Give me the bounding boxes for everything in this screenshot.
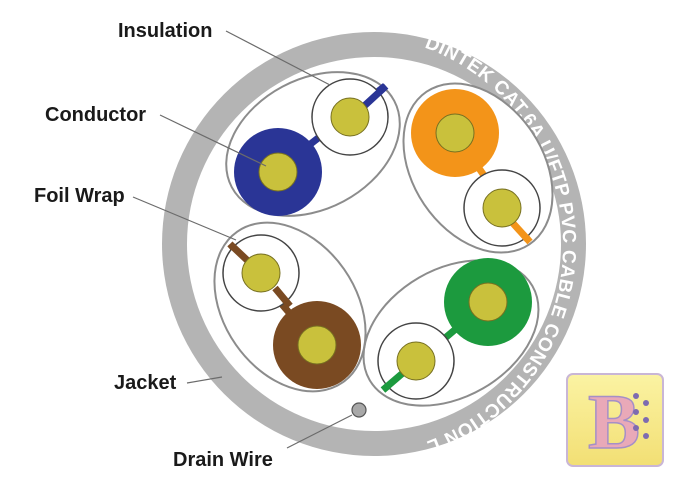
stripe-brown-white [227, 241, 251, 264]
drain-wire [351, 402, 367, 418]
conductor-orange-white [482, 188, 522, 228]
leader-conductor [159, 114, 267, 167]
logo-badge [566, 373, 664, 467]
label-drain-wire: Drain Wire [173, 449, 273, 471]
label-jacket: Jacket [114, 372, 177, 394]
conductor-brown [297, 325, 337, 365]
label-foil-wrap: Foil Wrap [34, 185, 125, 207]
conductor-brown-white [241, 253, 281, 293]
conductor-green-white [396, 341, 436, 381]
conductor-orange [435, 113, 475, 153]
label-conductor: Conductor [45, 104, 146, 126]
leader-drain-wire [286, 414, 353, 449]
logo-dots [633, 393, 649, 439]
brown-pair [213, 221, 367, 393]
conductor-blue [258, 152, 298, 192]
stripe-blue-white [359, 83, 389, 111]
brand-logo: B [566, 373, 664, 467]
label-insulation: Insulation [118, 20, 212, 42]
leader-insulation [225, 30, 331, 86]
logo-letter: B [588, 378, 640, 465]
orange-pair [402, 82, 554, 254]
green-pair [362, 258, 540, 407]
stripe-green-white [380, 369, 407, 393]
leader-foil-wrap [132, 196, 237, 241]
blue-pair [225, 71, 401, 217]
leader-jacket [186, 376, 223, 384]
conductor-green [468, 282, 508, 322]
conductor-blue-white [330, 97, 370, 137]
stripe-brown-white-lower [272, 285, 293, 309]
